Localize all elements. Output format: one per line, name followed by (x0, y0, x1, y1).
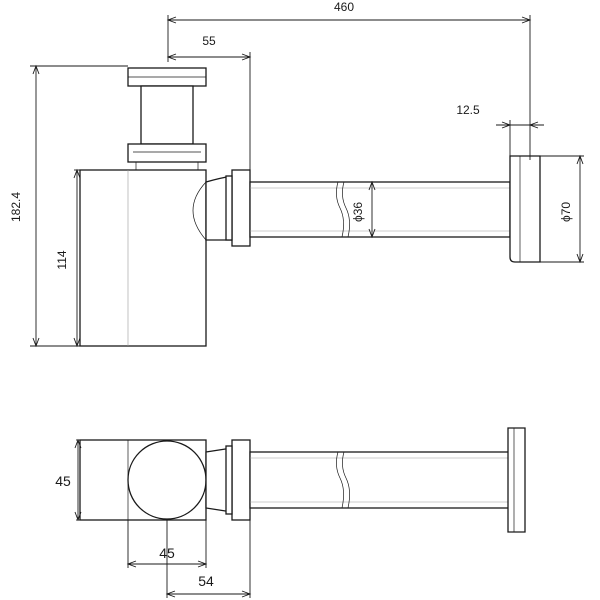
plan-pipe (249, 451, 511, 509)
dim-plan-depth: 45 (55, 473, 71, 489)
dim-pipe-diameter: ϕ36 (351, 202, 365, 222)
wall-flange (509, 155, 541, 263)
plan-view (79, 427, 526, 533)
bottle-body (79, 169, 207, 347)
plan-nut (231, 439, 251, 521)
outlet-pipe (249, 181, 511, 238)
dim-trap-offset: 55 (202, 34, 216, 48)
plan-cap-circle (127, 440, 207, 520)
collar (127, 143, 207, 163)
plan-flange (507, 427, 526, 533)
dim-body-height: 114 (55, 250, 69, 269)
front-elevation (79, 67, 541, 347)
stem (140, 85, 194, 145)
dim-flange-depth: 12.5 (456, 103, 480, 117)
front-dimensions: 460 55 12.5 182.4 114 ϕ36 (9, 0, 584, 348)
outlet-nut (231, 169, 251, 247)
dim-overall-height: 182.4 (9, 192, 23, 222)
dim-overall-length: 460 (334, 0, 354, 14)
dim-flange-diameter: ϕ70 (559, 202, 573, 222)
dim-outlet-offset: 54 (198, 573, 214, 589)
plan-dimensions: 45 45 54 (55, 438, 252, 598)
